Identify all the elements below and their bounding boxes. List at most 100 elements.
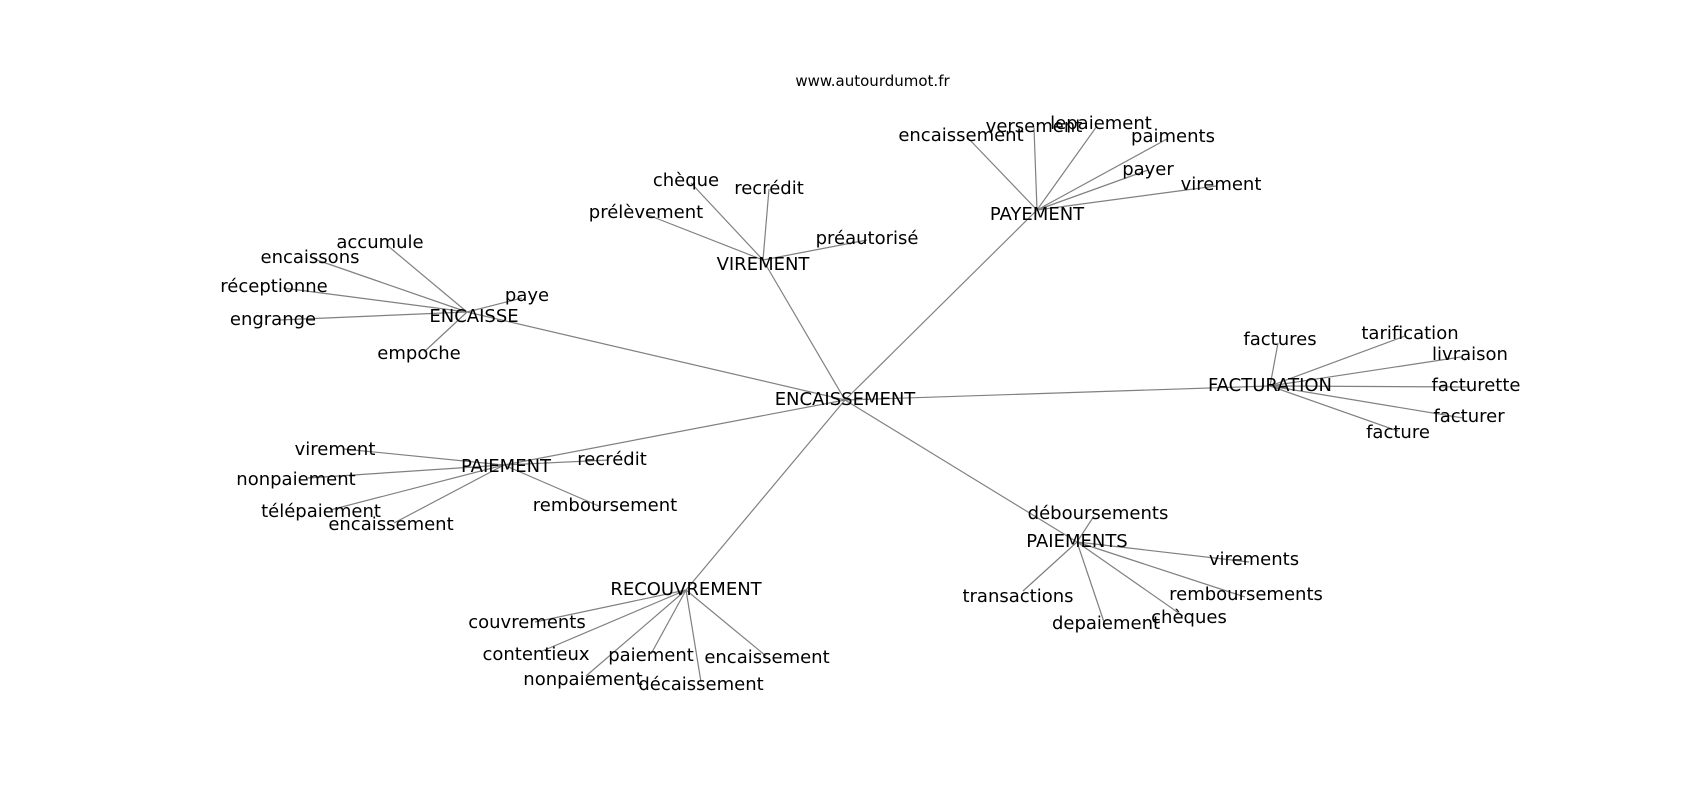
leaf-node-label: recrédit [577,449,647,470]
edge-hub-to-leaf [1076,541,1105,623]
leaf-node-label: tarification [1361,323,1458,344]
edge-hub-to-leaf [685,589,702,683]
edge-hub-to-leaf [343,448,505,466]
leaf-node-label: livraison [1432,344,1508,365]
edge-hub-to-leaf [393,464,505,524]
leaf-node-label: factures [1243,329,1316,350]
leaf-node-label: remboursements [1169,584,1323,605]
edge-hub-to-leaf [307,464,505,479]
hub-node-label: FACTURATION [1208,375,1332,396]
leaf-node-label: encaissons [261,247,360,268]
leaf-node-label: recrédit [734,178,804,199]
leaf-node-label: paye [505,285,549,306]
edge-center-to-hub [503,399,846,466]
edge-hub-to-leaf [313,258,468,313]
edge-hub-to-leaf [650,589,687,655]
edge-hub-to-leaf [466,297,523,313]
edge-hub-to-leaf [685,589,767,657]
center-node-label: ENCAISSEMENT [775,389,917,410]
leaf-node-label: lepaiement [1050,113,1152,134]
leaf-node-label: virement [295,439,376,460]
edge-hub-to-leaf [585,589,687,677]
edges [278,125,1471,683]
leaf-node-label: nonpaiement [523,669,642,690]
edge-center-to-hub [762,259,846,401]
hub-node-label: RECOUVREMENT [610,579,762,600]
edge-hub-to-leaf [282,287,468,313]
edge-hub-to-leaf [329,464,505,511]
edge-hub-to-leaf [1036,125,1098,211]
leaf-node-label: encaissement [328,514,453,535]
leaf-node-label: encaissement [898,125,1023,146]
edge-hub-to-leaf [1076,541,1250,563]
leaf-node-label: facturette [1432,375,1521,396]
leaf-node-label: accumule [336,232,423,253]
edge-hub-to-leaf [762,188,770,261]
leaf-node-label: encaissement [704,647,829,668]
leaf-node-label: versement [986,116,1083,137]
leaf-node-label: débours­ements [1028,503,1169,524]
leaf-node-label: nonpaiement [236,469,355,490]
edge-hub-to-leaf [534,589,687,623]
edge-center-to-hub [685,399,846,591]
leaf-node-label: virements [1209,549,1299,570]
leaf-node-label: décaissement [638,674,763,695]
edge-hub-to-leaf [1076,541,1184,617]
edge-hub-to-leaf [690,182,764,261]
edge-hub-to-leaf [503,464,602,508]
edge-hub-to-leaf [1076,515,1095,543]
edge-hub-to-leaf [966,136,1038,211]
edge-center-to-hub [844,399,1078,543]
leaf-node-label: paiments [1131,126,1215,147]
hub-node-label: PAIEMENTS [1026,531,1128,552]
leaf-node-label: empoche [377,343,460,364]
leaf-node-label: prélèvement [589,202,703,223]
edge-hub-to-leaf [1269,356,1462,387]
edge-hub-to-leaf [1269,385,1399,432]
edge-hub-to-leaf [539,589,687,653]
site-url: www.autourdumot.fr [795,72,950,90]
leaf-node-label: contentieux [482,644,589,665]
leaf-node-label: préautorisé [816,228,919,249]
leaf-node-label: virement [1181,174,1262,195]
leaf-node-label: télépaiement [261,501,381,522]
leaf-node-label: chèques [1151,607,1227,628]
edge-hub-to-leaf [762,239,868,261]
leaf-node-label: depaiement [1052,613,1160,634]
edge-hub-to-leaf [1269,385,1471,388]
hub-node-label: PAYEMENT [990,204,1085,225]
edge-hub-to-leaf [1269,335,1406,387]
edge-hub-to-leaf [1022,541,1078,592]
leaf-node-label: engrange [230,309,316,330]
edge-hub-to-leaf [1269,342,1279,387]
edge-hub-to-leaf [1076,541,1246,598]
leaf-node-label: remboursement [533,495,677,516]
edge-hub-to-leaf [423,311,468,353]
edge-hub-to-leaf [1269,385,1464,419]
edge-hub-to-leaf [1036,138,1168,211]
edge-hub-to-leaf [1036,185,1217,211]
leaf-node-label: couvrements [468,612,586,633]
edge-hub-to-leaf [647,214,764,261]
leaf-node-label: payer [1122,159,1174,180]
leaf-node-label: chèque [653,170,719,191]
edge-hub-to-leaf [1033,127,1038,211]
leaf-node-label: facture [1366,422,1430,443]
leaf-node-label: paiement [608,645,694,666]
edge-hub-to-leaf [387,245,468,313]
edge-hub-to-leaf [278,311,468,321]
edge-hub-to-leaf [1036,169,1149,211]
leaf-node-label: facturer [1433,406,1505,427]
labels: ENCAISSEMENTPAYEMENTencaissementversemen… [220,113,1520,695]
edge-center-to-hub [844,385,1271,401]
leaf-node-label: réceptionne [220,276,327,297]
edge-hub-to-leaf [503,459,610,466]
edge-center-to-hub [466,311,846,401]
hub-node-label: ENCAISSE [429,306,518,327]
hub-node-label: VIREMENT [717,254,811,275]
edge-center-to-hub [844,209,1038,401]
leaf-node-label: transactions [962,586,1073,607]
hub-node-label: PAIEMENT [461,456,552,477]
